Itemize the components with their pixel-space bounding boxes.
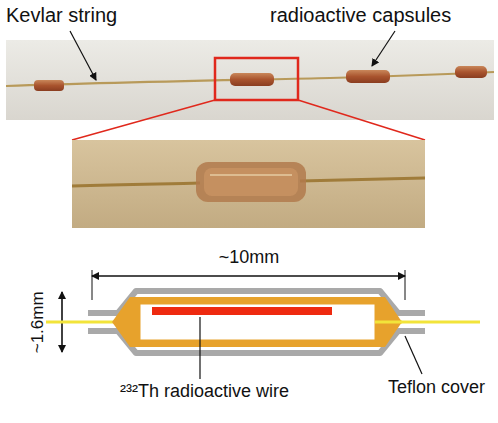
dimension-label: ~1.6mm	[29, 291, 48, 353]
leader-lines	[70, 31, 422, 379]
dimension-label: ~10mm	[219, 248, 280, 268]
zoom-photo	[72, 140, 425, 228]
zoom-lines	[72, 100, 425, 140]
part-label: Teflon cover	[388, 378, 485, 398]
part-label: ²³²Th radioactive wire	[120, 382, 289, 402]
string-photo	[6, 40, 494, 120]
capsule-drawing	[46, 291, 480, 353]
part-label: radioactive capsules	[270, 4, 451, 26]
length-dimension	[92, 270, 405, 300]
part-label: Kevlar string	[6, 4, 117, 26]
